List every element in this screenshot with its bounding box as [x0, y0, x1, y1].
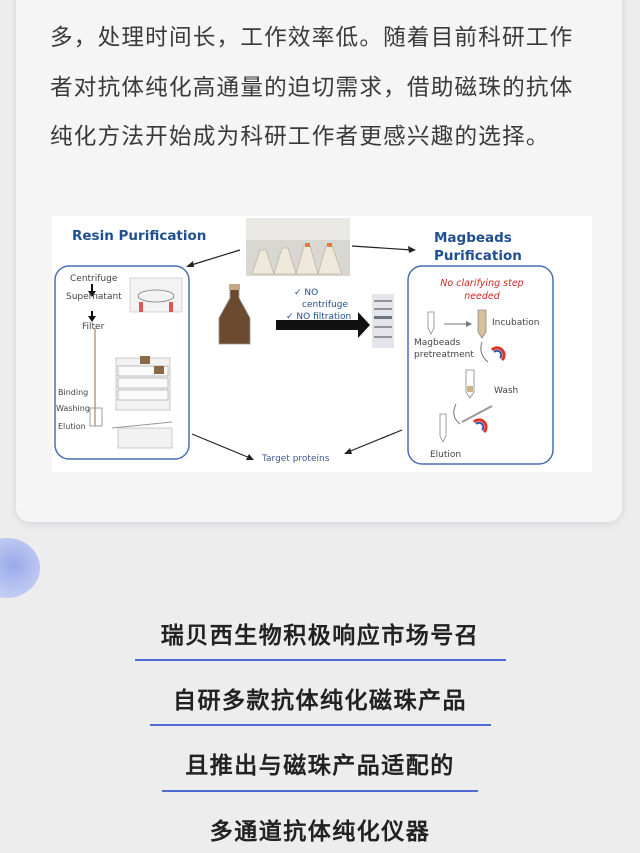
- no-filtration-label: ✓ NO filtration: [286, 312, 352, 322]
- target-proteins-label: Target proteins: [262, 454, 330, 464]
- centrifuge-label: Centrifuge: [70, 274, 118, 284]
- no-centrifuge-line1: ✓ NO: [294, 288, 319, 298]
- purification-diagram: Resin Purification Magbeads Purification…: [52, 216, 592, 472]
- diagram-graphics: [54, 218, 554, 465]
- headline-3: 且推出与磁珠产品适配的: [185, 753, 455, 779]
- magbeads-pretreat-line1: Magbeads: [414, 338, 461, 348]
- filter-label: Filter: [82, 322, 105, 332]
- culture-flask: [218, 287, 251, 345]
- no-clarifying-line1: No clarifying step: [440, 278, 524, 289]
- resin-panel: [54, 265, 190, 460]
- elution-right-label: Elution: [430, 450, 462, 460]
- headline-divider-1: [135, 659, 506, 661]
- elution-left-label: Elution: [58, 422, 86, 431]
- magbeads-title-line1: Magbeads: [434, 230, 512, 246]
- binding-label: Binding: [58, 388, 89, 397]
- arrow-magbeads-to-target: [347, 429, 403, 453]
- no-clarifying-line2: needed: [464, 291, 500, 302]
- magbeads-pretreat-line2: pretreatment: [414, 350, 474, 360]
- incubation-label: Incubation: [492, 318, 540, 328]
- headline-1: 瑞贝西生物积极响应市场号召: [160, 623, 480, 649]
- arrow-to-resin: [187, 249, 241, 267]
- gel-image: [372, 294, 394, 348]
- headline-4: 多通道抗体纯化仪器: [209, 819, 431, 845]
- magbeads-panel: [407, 265, 554, 465]
- arrow-resin-to-target: [191, 433, 251, 459]
- headline-2: 自研多款抗体纯化磁珠产品: [173, 688, 467, 714]
- headline-divider-2: [150, 724, 491, 726]
- body-paragraph: 多，处理时间长，工作效率低。随着目前科研工作者对抗体纯化高通量的迫切需求，借助磁…: [50, 25, 574, 150]
- wash-label: Wash: [494, 386, 519, 396]
- washing-label: Washing: [56, 404, 90, 413]
- headline-divider-3: [162, 790, 478, 792]
- resin-title: Resin Purification: [72, 228, 207, 244]
- decorative-circle: [0, 538, 40, 598]
- arrow-to-magbeads: [351, 245, 413, 251]
- direct-arrow-body: [276, 320, 360, 330]
- no-centrifuge-line2: centrifuge: [302, 300, 349, 310]
- supernatant-label: Supernatant: [66, 292, 122, 302]
- magbeads-title-line2: Purification: [434, 248, 522, 264]
